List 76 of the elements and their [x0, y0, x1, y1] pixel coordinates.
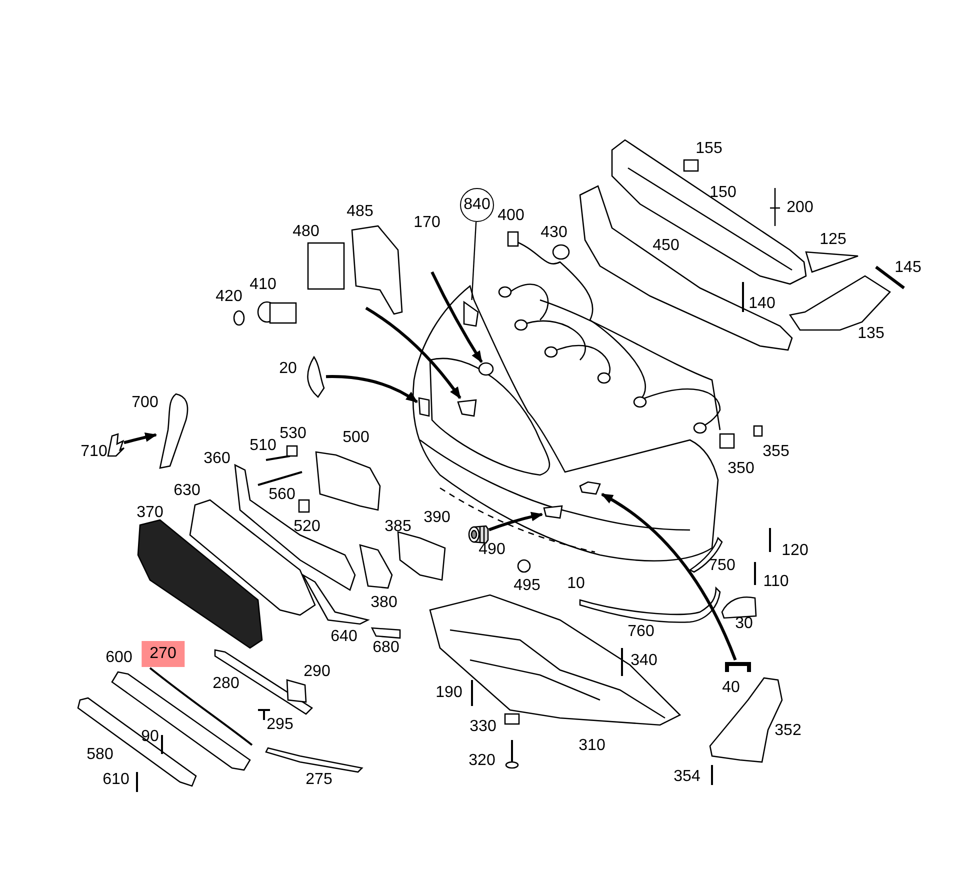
opening	[456, 398, 478, 418]
callout-number: 110	[762, 572, 790, 592]
arrow	[488, 512, 544, 532]
callout-number: 320	[468, 751, 496, 771]
callout-number: 20	[278, 359, 298, 379]
callout-number: 270	[142, 641, 184, 667]
callout-number: 125	[818, 230, 848, 250]
callout-number: 10	[566, 574, 586, 594]
callout-number: 280	[212, 674, 240, 694]
callout-number: 400	[496, 206, 526, 226]
leader-line	[471, 222, 477, 300]
callout-number: 630	[172, 481, 202, 501]
callout-number: 600	[104, 648, 134, 668]
callout-number: 760	[626, 622, 656, 642]
callout-number: 170	[412, 213, 442, 233]
callout-number: 350	[726, 459, 756, 479]
sensor-drawing	[467, 524, 489, 544]
callout-number: 710	[80, 442, 108, 462]
callout-number: 510	[248, 436, 278, 456]
callout-number: 385	[384, 517, 412, 537]
callout-number: 140	[748, 294, 776, 314]
callout-number: 450	[652, 236, 680, 256]
callout-number: 340	[630, 651, 658, 671]
callout-number: 410	[248, 275, 278, 295]
callout-number: 420	[214, 287, 244, 307]
callout-number: 360	[202, 449, 232, 469]
callout-number: 190	[434, 683, 464, 703]
callout-number: 120	[780, 541, 810, 561]
callout-number: 90	[140, 727, 160, 747]
callout-number: 150	[708, 183, 738, 203]
callout-number: 500	[342, 428, 370, 448]
callout-number: 355	[762, 442, 790, 462]
callout-number: 275	[304, 770, 334, 790]
callout-circle: 840	[460, 188, 494, 222]
arrow	[124, 432, 158, 444]
callout-number: 530	[278, 424, 308, 444]
callout-number: 200	[786, 198, 814, 218]
callout-number: 354	[672, 767, 702, 787]
clip-drawing	[106, 432, 124, 458]
arrow	[600, 492, 737, 661]
opening	[542, 504, 564, 520]
callout-number: 495	[512, 576, 542, 596]
callout-number: 370	[136, 503, 164, 523]
callout-number: 580	[86, 745, 114, 765]
callout-number: 750	[708, 556, 736, 576]
arrow	[326, 375, 418, 404]
arrow	[365, 306, 462, 399]
opening	[578, 480, 602, 496]
callout-number: 30	[734, 614, 754, 634]
callout-number: 700	[130, 393, 160, 413]
callout-number: 155	[694, 139, 724, 159]
callout-number: 352	[774, 721, 802, 741]
callout-number: 145	[894, 258, 922, 278]
callout-number: 640	[330, 627, 358, 647]
callout-number: 380	[370, 593, 398, 613]
opening	[417, 396, 431, 418]
callout-number: 490	[478, 540, 506, 560]
opening	[462, 300, 480, 328]
callout-number: 480	[292, 222, 320, 242]
callout-number: 680	[372, 638, 400, 658]
arrow	[430, 271, 483, 364]
callout-number: 520	[292, 517, 322, 537]
bracket-drawing	[723, 660, 753, 674]
callout-number: 135	[856, 324, 886, 344]
callout-number: 390	[422, 508, 452, 528]
callout-number: 290	[302, 662, 332, 682]
callout-number: 610	[102, 770, 130, 790]
callout-number: 295	[266, 715, 294, 735]
callout-number: 40	[721, 678, 741, 698]
callout-number: 310	[578, 736, 606, 756]
callout-number: 330	[468, 717, 498, 737]
callout-number: 430	[540, 223, 568, 243]
trim-piece-drawing	[156, 392, 190, 470]
mounting-hole	[478, 362, 494, 376]
callout-number: 485	[346, 202, 374, 222]
callout-number: 560	[268, 485, 296, 505]
